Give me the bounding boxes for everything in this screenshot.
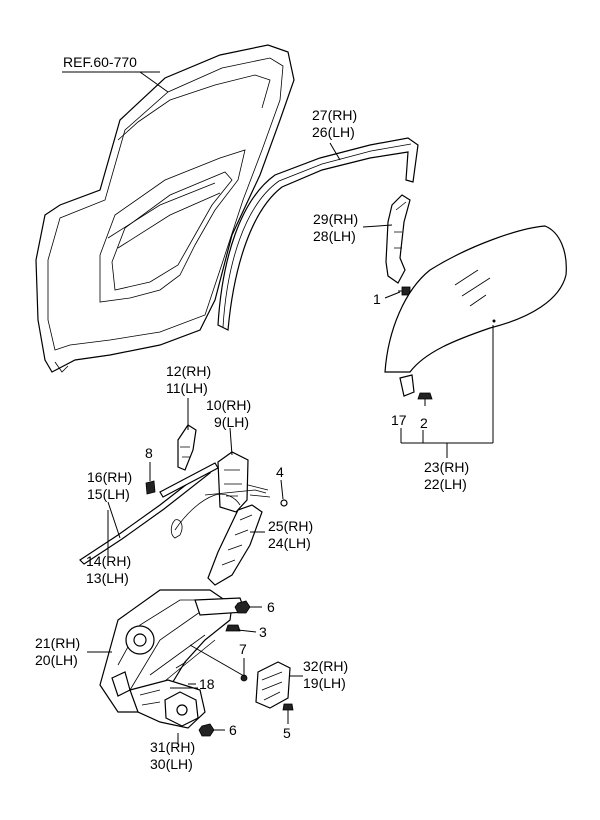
callout-29: 29(RH) [313,211,358,227]
leader-7-pin [189,644,245,677]
callout-12: 12(RH) [166,363,211,379]
callout-5: 5 [283,725,291,741]
door-glass [384,225,567,397]
callout-16: 16(RH) [87,469,132,485]
window-motor [129,679,206,729]
callout-26: 26(LH) [312,124,355,140]
bolt-2 [417,392,433,406]
clip-8 [145,480,156,495]
callout-4: 4 [276,464,284,480]
callout-2: 2 [420,415,428,431]
callout-13: 13(LH) [86,570,129,586]
leader-1 [384,291,401,299]
callout-25: 25(RH) [268,518,313,534]
bolt-3 [225,624,241,632]
callout-8: 8 [145,445,153,461]
leader-26-27 [329,142,341,161]
screw-4 [280,499,288,507]
leader-28-29 [362,224,393,228]
nut-6-upper [234,600,251,614]
leader-4 [280,479,284,500]
callout-1: 1 [373,291,381,307]
bolt-1 [398,286,411,296]
screw-5 [282,703,294,711]
callout-7: 7 [239,641,247,657]
window-regulator [99,589,246,713]
callout-28: 28(LH) [313,228,356,244]
channel-bracket [385,194,411,284]
callout-6b: 6 [229,722,237,738]
callout-17: 17 [391,412,407,428]
callout-18: 18 [199,676,215,692]
callout-30: 30(LH) [150,756,193,772]
leader-15-16 [107,501,121,539]
ref-label: REF.60-770 [63,54,137,70]
callout-10: 10(RH) [206,397,251,413]
nut-6-lower [198,723,215,737]
callout-23: 23(RH) [424,459,469,475]
leader-3 [237,629,257,633]
ref-leader-arrow [139,71,169,93]
latch-rods [79,462,267,565]
callout-6a: 6 [267,599,275,615]
callout-15: 15(LH) [87,486,130,502]
latch-actuator [255,661,291,709]
handle-bracket [177,424,197,471]
callout-32: 32(RH) [303,658,348,674]
callout-19: 19(LH) [303,675,346,691]
callout-20: 20(LH) [35,652,78,668]
callout-22: 22(LH) [424,476,467,492]
callout-14: 14(RH) [86,553,131,569]
leader-9-10 [229,427,233,456]
door-latch [217,451,271,513]
callout-21: 21(RH) [35,635,80,651]
outside-handle-frame [207,504,263,586]
callout-31: 31(RH) [150,739,195,755]
callout-9: 9(LH) [214,414,249,430]
callout-24: 24(LH) [268,535,311,551]
callout-11: 11(LH) [166,380,208,396]
glass-run-channel [217,137,419,331]
callout-3: 3 [259,624,267,640]
callout-27: 27(RH) [312,107,357,123]
